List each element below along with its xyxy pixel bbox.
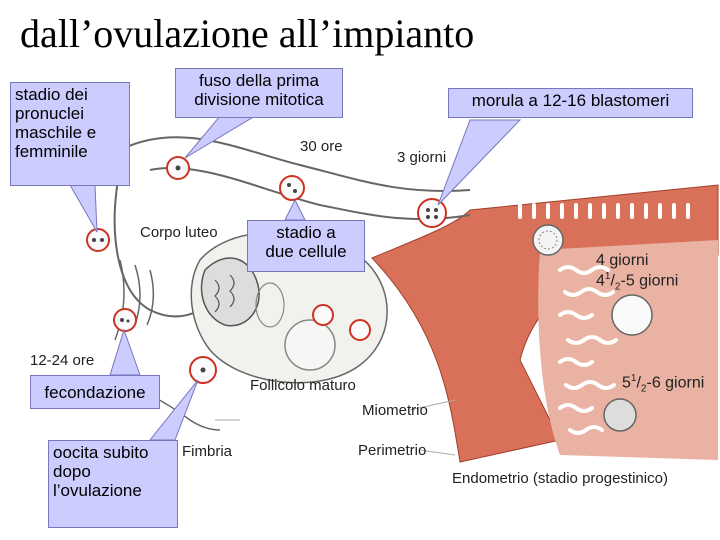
blastocyst-4-5-days [611,294,653,336]
callout-pronuclei-line1: stadio dei [15,85,88,104]
callout-pronuclei: stadio dei pronuclei maschile e femminil… [10,82,130,186]
label-4-5-base: 4 [596,272,605,290]
implanting-blastocyst [603,398,637,432]
callout-fecondazione-text: fecondazione [44,383,146,402]
callout-fecondazione: fecondazione [30,375,160,409]
callout-oocita-line3: l’ovulazione [53,481,142,500]
morula-4-days [532,224,564,256]
callout-pronuclei-line2: pronuclei [15,104,84,123]
page-title: dall’ovulazione all’impianto [20,11,475,56]
label-3-giorni: 3 giorni [397,149,447,166]
callout-morula-text: morula a 12-16 blastomeri [471,91,670,110]
fallopian-tube [119,136,471,221]
label-miometrio: Miometrio [362,402,428,419]
label-12-24-ore: 12-24 ore [30,352,95,369]
callout-fuso-line2: divisione mitotica [194,90,324,109]
leader-lines [215,399,456,456]
embryo-cells [86,156,447,384]
callout-fuso-line1: fuso della prima [198,71,319,90]
callout-due-cellule-line1: stadio a [276,223,336,242]
label-5-6-base: 5 [622,374,631,392]
callout-pronuclei-line3: maschile e [15,123,97,142]
callout-pronuclei-line4: femminile [15,142,88,161]
callout-pointers [69,109,522,441]
label-corpo-luteo: Corpo luteo [140,224,218,241]
label-5-6-tail: -6 giorni [646,374,705,392]
label-4-5-sub: 2 [614,281,621,293]
callout-morula: morula a 12-16 blastomeri [448,88,693,118]
callout-fuso: fuso della prima divisione mitotica [175,68,343,118]
label-4-giorni: 4 giorni [596,252,649,269]
label-perimetrio: Perimetrio [358,442,427,459]
callout-due-cellule: stadio a due cellule [247,220,365,272]
label-5-6-sub: 2 [640,383,647,395]
label-4-5-sup: 1 [604,271,611,282]
label-follicolo-maturo: Follicolo maturo [250,377,356,394]
mature-follicle [284,319,336,371]
label-5-6-giorni: 51/2-6 giorni [622,373,705,395]
label-5-6-sup: 1 [630,373,637,384]
label-endometrio: Endometrio (stadio progestinico) [452,470,668,487]
label-4-5-giorni: 41/2-5 giorni [596,271,679,293]
label-30-ore: 30 ore [300,138,343,155]
callout-oocita-line1: oocita subito [53,443,149,462]
callout-oocita-line2: dopo [53,462,91,481]
endometrium [538,240,718,460]
callout-oocita: oocita subito dopo l’ovulazione [48,440,178,528]
fimbria-shape [114,259,221,431]
label-4-5-tail: -5 giorni [620,272,679,290]
label-fimbria: Fimbria [182,443,233,460]
callout-due-cellule-line2: due cellule [265,242,347,261]
endometrial-glands [518,203,690,435]
